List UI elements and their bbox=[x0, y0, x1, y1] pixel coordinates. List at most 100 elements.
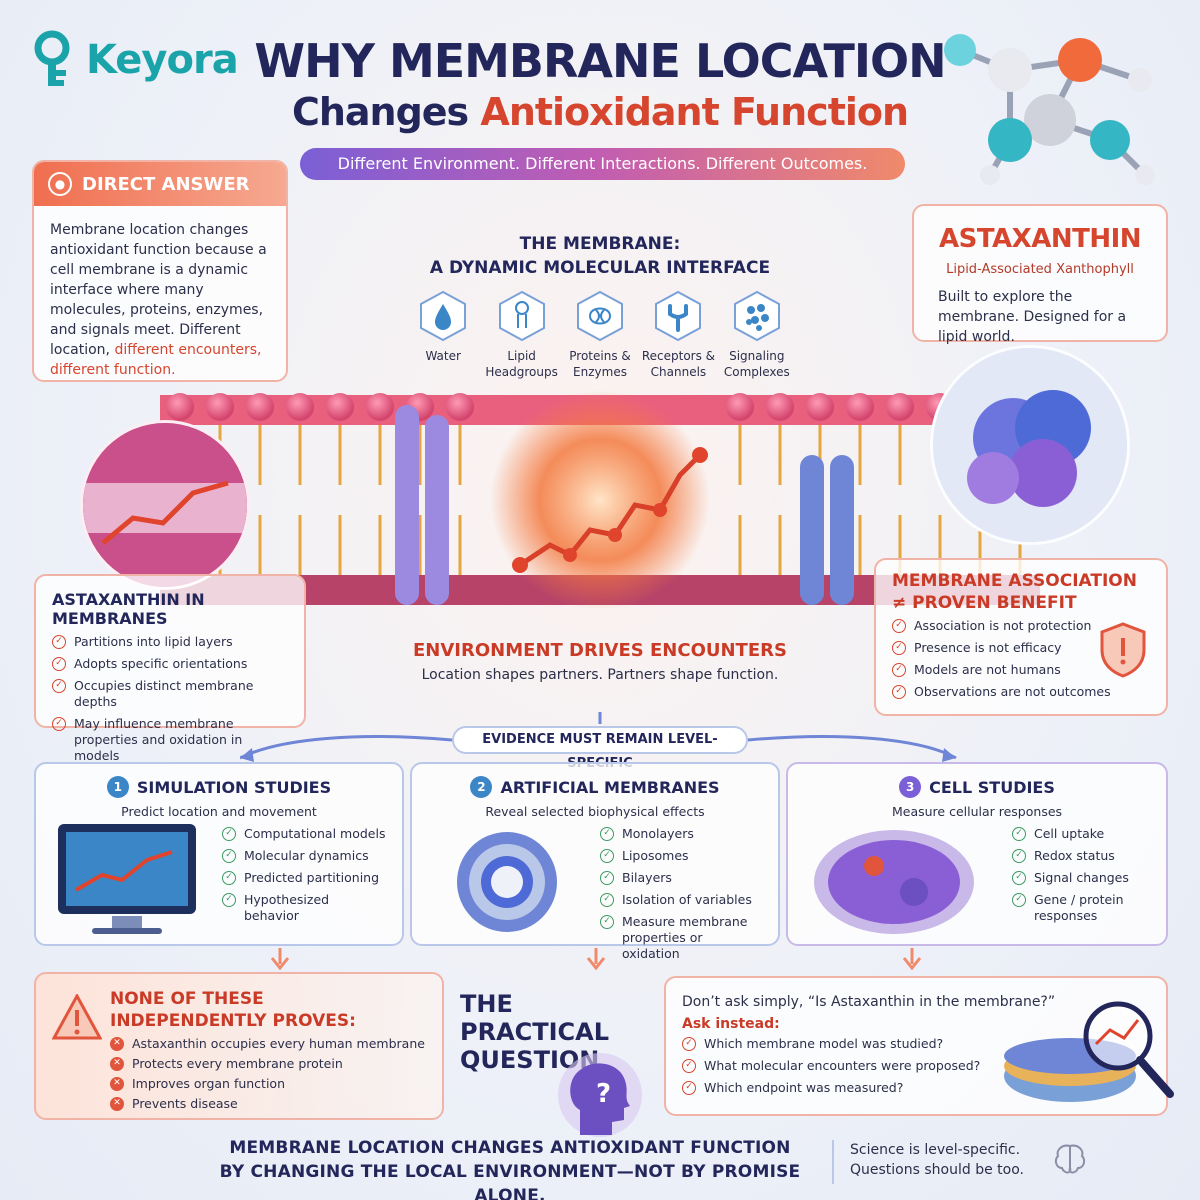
component-label: Signaling Complexes bbox=[723, 349, 790, 379]
list-item: ✓May influence membrane properties and o… bbox=[52, 716, 288, 764]
list-text: What molecular encounters were proposed? bbox=[704, 1058, 981, 1073]
tagline-banner: Different Environment. Different Interac… bbox=[300, 148, 905, 180]
check-icon: ✓ bbox=[52, 635, 66, 649]
list-item: ✓ Gene / protein responses bbox=[1012, 892, 1150, 924]
check-icon: ✓ bbox=[682, 1059, 696, 1073]
component-water: Water bbox=[404, 290, 482, 380]
list-item: ✓ What molecular encounters were proposed… bbox=[682, 1058, 1150, 1074]
in-membranes-card: ASTAXANTHIN IN MEMBRANES ✓Partitions int… bbox=[34, 574, 306, 763]
list-item: ✓ Which endpoint was measured? bbox=[682, 1080, 1150, 1096]
signaling-icon bbox=[733, 290, 780, 342]
list-text: Association is not protection bbox=[914, 618, 1092, 633]
list-item: ✓Hypothesized behavior bbox=[222, 892, 386, 924]
check-icon: ✓ bbox=[892, 663, 906, 677]
list-text: Isolation of variables bbox=[622, 892, 752, 907]
membrane-components: Water Lipid Headgroups Proteins & Enzyme… bbox=[404, 290, 796, 380]
list-text: Astaxanthin occupies every human membran… bbox=[132, 1036, 425, 1051]
check-icon: ✓ bbox=[52, 657, 66, 671]
list-item: ✓Presence is not efficacy bbox=[892, 640, 1150, 656]
list-text: Which endpoint was measured? bbox=[704, 1080, 904, 1095]
check-icon: ✓ bbox=[600, 849, 614, 863]
check-icon: ✓ bbox=[600, 827, 614, 841]
direct-answer-heading: DIRECT ANSWER bbox=[82, 173, 250, 195]
brand-logo[interactable]: Keyora bbox=[30, 30, 239, 90]
study-title: 1 SIMULATION STUDIES bbox=[36, 764, 402, 798]
lipid-icon bbox=[498, 290, 545, 342]
list-text: Cell uptake bbox=[1034, 826, 1105, 841]
check-icon: ✓ bbox=[1012, 827, 1026, 841]
component-receptors: Receptors & Channels bbox=[639, 290, 717, 380]
component-label: Lipid Headgroups bbox=[485, 349, 558, 379]
association-title-line2: ≠ PROVEN BENEFIT bbox=[892, 593, 1077, 613]
study-number: 3 bbox=[899, 776, 922, 798]
ask-questions-list: ✓Which membrane model was studied? ✓What… bbox=[666, 1036, 1166, 1096]
astaxanthin-title: ASTAXANTHIN bbox=[938, 224, 1142, 254]
channel-proteins bbox=[395, 405, 854, 605]
list-text: Adopts specific orientations bbox=[74, 656, 248, 671]
list-item: ✓Models are not humans bbox=[892, 662, 1150, 678]
check-icon: ✓ bbox=[222, 871, 236, 885]
list-text: Which membrane model was studied? bbox=[704, 1036, 944, 1051]
list-text: Gene / protein responses bbox=[1034, 892, 1124, 923]
membrane-closeup-icon bbox=[83, 423, 247, 587]
liposome-icon bbox=[457, 832, 557, 932]
list-text: Measure membrane properties or oxidation bbox=[622, 914, 748, 961]
study-list: ✓Computational models ✓Molecular dynamic… bbox=[206, 826, 402, 930]
list-item: ✓ Adopts specific orientations bbox=[52, 656, 288, 672]
x-icon: ✕ bbox=[110, 1037, 124, 1051]
direct-answer-body: Membrane location changes antioxidant fu… bbox=[34, 206, 286, 394]
check-icon: ✓ bbox=[222, 893, 236, 907]
list-item: ✓Predicted partitioning bbox=[222, 870, 386, 886]
list-item: ✓Association is not protection bbox=[892, 618, 1150, 634]
footer-side-line2: Questions should be too. bbox=[850, 1162, 1024, 1178]
environment-subtitle: Location shapes partners. Partners shape… bbox=[421, 667, 779, 683]
study-card-simulation: 1 SIMULATION STUDIES Predict location and… bbox=[34, 762, 404, 946]
computer-monitor-icon bbox=[58, 824, 196, 934]
check-icon: ✓ bbox=[1012, 893, 1026, 907]
list-text: Improves organ function bbox=[132, 1076, 286, 1091]
subtitle-accent: Antioxidant Function bbox=[480, 90, 909, 134]
list-item: ✓Redox status bbox=[1012, 848, 1150, 864]
list-item: ✓ Isolation of variables bbox=[600, 892, 762, 908]
check-icon: ✓ bbox=[600, 893, 614, 907]
x-icon: ✕ bbox=[110, 1077, 124, 1091]
list-item: ✓Molecular dynamics bbox=[222, 848, 386, 864]
list-text: Computational models bbox=[244, 826, 386, 841]
footer-line1: MEMBRANE LOCATION CHANGES ANTIOXIDANT FU… bbox=[229, 1138, 791, 1158]
key-logo-icon bbox=[34, 30, 70, 86]
subtitle-text: Changes bbox=[291, 90, 481, 134]
dont-ask-text: Don’t ask simply, “Is Astaxanthin in the… bbox=[682, 994, 1056, 1010]
component-label: Proteins & Enzymes bbox=[569, 349, 631, 379]
study-desc: Measure cellular responses bbox=[891, 804, 1063, 819]
direct-answer-text: Membrane location changes antioxidant fu… bbox=[50, 222, 267, 358]
list-text: Molecular dynamics bbox=[244, 848, 369, 863]
astaxanthin-subtitle: Lipid-Associated Xanthophyll bbox=[946, 262, 1134, 277]
head-question-icon: ? bbox=[558, 1053, 642, 1137]
list-text: Presence is not efficacy bbox=[914, 640, 1062, 655]
study-number: 1 bbox=[106, 776, 129, 798]
list-text: May influence membrane properties and ox… bbox=[74, 716, 243, 763]
study-desc: Reveal selected biophysical effects bbox=[485, 804, 705, 819]
study-desc: Predict location and movement bbox=[121, 804, 317, 819]
list-item: ✓Occupies distinct membrane depths bbox=[52, 678, 288, 710]
footer-line2: BY CHANGING THE LOCAL ENVIRONMENT—NOT BY… bbox=[219, 1162, 801, 1200]
check-icon: ✓ bbox=[682, 1081, 696, 1095]
list-item: ✕ Astaxanthin occupies every human membra… bbox=[110, 1036, 425, 1052]
component-label: Receptors & Channels bbox=[641, 349, 716, 379]
study-title-text: SIMULATION STUDIES bbox=[136, 777, 332, 797]
brand-name: Keyora bbox=[86, 37, 239, 83]
list-item: ✓Which membrane model was studied? bbox=[682, 1036, 1150, 1052]
association-card: MEMBRANE ASSOCIATION ≠ PROVEN BENEFIT ✓A… bbox=[874, 558, 1168, 716]
membrane-zoom-inset bbox=[80, 420, 250, 590]
check-icon: ✓ bbox=[600, 915, 614, 929]
page-subtitle: Changes Antioxidant Function bbox=[240, 90, 960, 134]
footer-divider bbox=[832, 1140, 834, 1184]
protein-zoom-inset bbox=[930, 345, 1130, 545]
lightbulb-icon: ● bbox=[48, 172, 72, 196]
list-text: Prevents disease bbox=[132, 1096, 238, 1111]
practical-title: THE PRACTICAL QUESTION bbox=[460, 990, 650, 1074]
x-icon: ✕ bbox=[110, 1097, 124, 1111]
protein-cluster-icon bbox=[933, 348, 1127, 542]
list-item: ✓Partitions into lipid layers bbox=[52, 634, 288, 650]
